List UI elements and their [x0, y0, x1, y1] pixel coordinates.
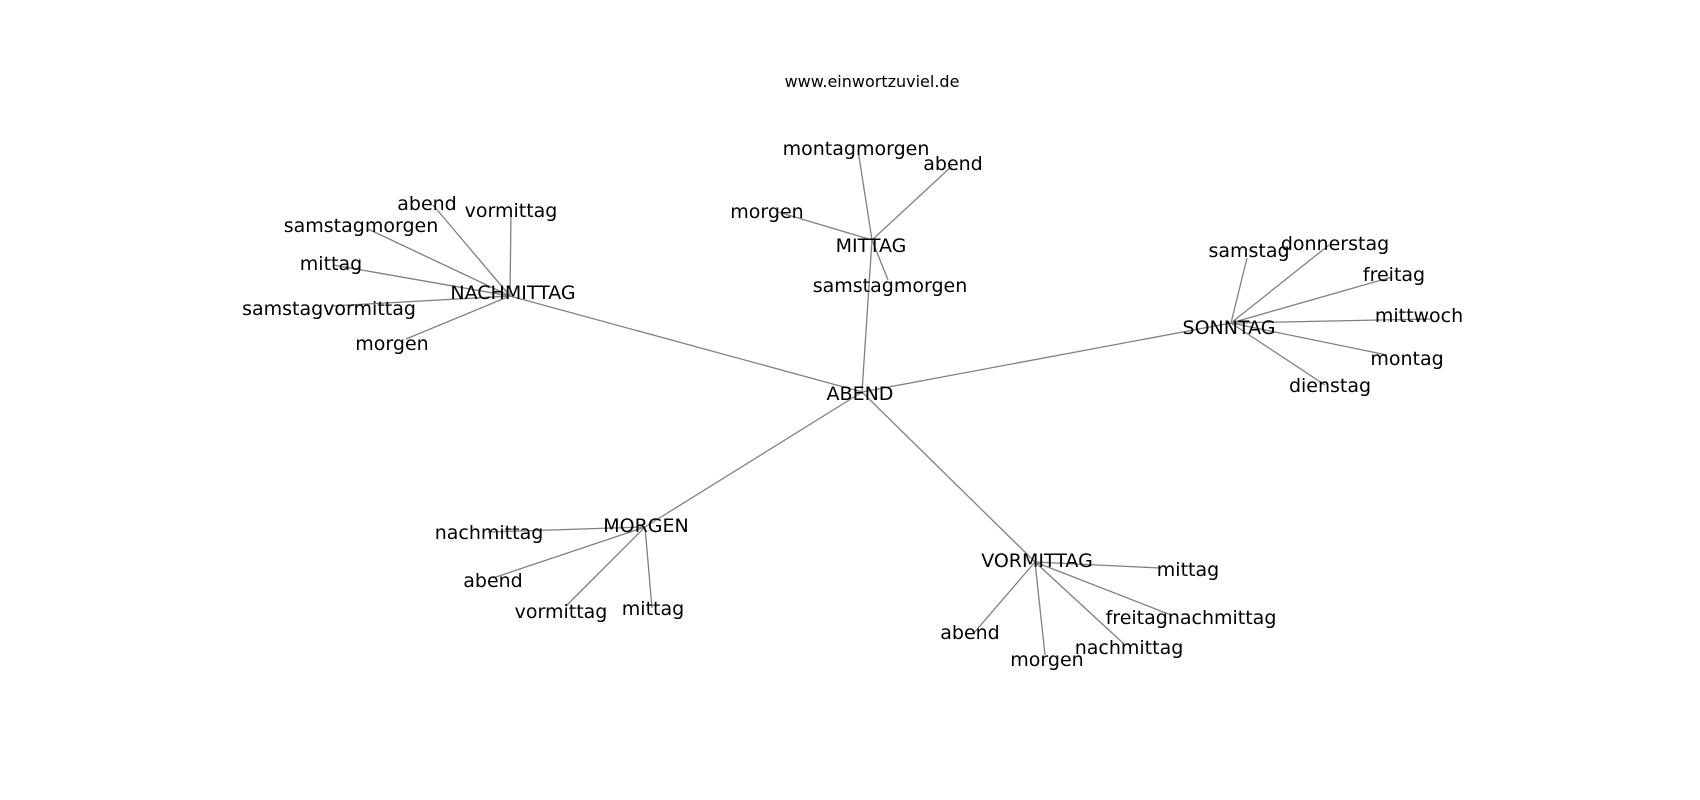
edge-hub-to-leaf	[332, 264, 511, 297]
leaf-node-label: mittwoch	[1375, 305, 1463, 327]
edge-hub-to-leaf	[432, 204, 511, 297]
hub-node-label: VORMITTAG	[981, 550, 1093, 572]
leaf-node-label: samstag	[1208, 240, 1289, 262]
edge-hub-to-leaf	[644, 526, 653, 609]
leaf-node-label: mittag	[1157, 559, 1219, 581]
leaf-node-label: mittag	[622, 598, 684, 620]
edge-root-to-hub	[644, 391, 863, 528]
edge-root-to-hub	[861, 391, 1036, 563]
leaf-node-label: nachmittag	[435, 522, 544, 544]
hub-node-label: MITTAG	[836, 235, 907, 257]
edge-hub-to-leaf	[1230, 257, 1248, 324]
leaf-node-label: samstagmorgen	[813, 275, 968, 297]
edge-hub-to-leaf	[1230, 244, 1330, 324]
edge-hub-to-leaf	[972, 561, 1036, 635]
hub-node-label: NACHMITTAG	[450, 282, 575, 304]
diagram-title: www.einwortzuviel.de	[785, 72, 960, 91]
leaf-node-label: freitag	[1363, 264, 1425, 286]
leaf-node-label: vormittag	[515, 601, 608, 623]
hub-node-label: SONNTAG	[1183, 317, 1276, 339]
edge-hub-to-leaf	[871, 239, 889, 281]
hub-node-label: MORGEN	[603, 515, 689, 537]
leaf-node-label: abend	[397, 193, 457, 215]
leaf-node-label: vormittag	[465, 200, 558, 222]
leaf-node-label: montagmorgen	[783, 138, 930, 160]
leaf-node-label: mittag	[300, 253, 362, 275]
leaf-node-label: samstagvormittag	[242, 298, 416, 320]
edge-root-to-hub	[509, 295, 863, 393]
leaf-node-label: abend	[463, 570, 523, 592]
leaf-node-label: morgen	[730, 201, 803, 223]
edge-hub-to-leaf	[857, 149, 873, 241]
edge-hub-to-leaf	[367, 228, 511, 297]
edge-hub-to-leaf	[405, 295, 511, 340]
edge-hub-to-leaf	[331, 295, 511, 307]
edge-hub-to-leaf	[1230, 322, 1388, 356]
leaf-node-label: dienstag	[1289, 375, 1371, 397]
edge-root-to-hub	[861, 322, 1232, 393]
edges-layer	[331, 149, 1431, 656]
leaf-node-label: donnerstag	[1281, 233, 1389, 255]
labels-layer: ABENDMITTAGmontagmorgenabendmorgensamsta…	[242, 138, 1463, 671]
edge-hub-to-leaf	[1034, 561, 1125, 645]
edge-hub-to-leaf	[487, 526, 646, 533]
edge-hub-to-leaf	[1230, 276, 1393, 324]
edge-hub-to-leaf	[871, 165, 953, 241]
leaf-node-label: montag	[1370, 348, 1443, 370]
edge-hub-to-leaf	[509, 211, 512, 297]
leaf-node-label: samstagmorgen	[284, 215, 439, 237]
edge-root-to-hub	[861, 239, 873, 393]
leaf-node-label: nachmittag	[1075, 637, 1184, 659]
root-node-label: ABEND	[827, 383, 894, 405]
edge-hub-to-leaf	[1034, 561, 1046, 656]
edge-hub-to-leaf	[777, 211, 873, 241]
edge-hub-to-leaf	[1230, 318, 1431, 324]
edge-hub-to-leaf	[1034, 561, 1161, 569]
leaf-node-label: abend	[923, 153, 983, 175]
edge-hub-to-leaf	[565, 526, 646, 607]
leaf-node-label: freitagnachmittag	[1106, 607, 1277, 629]
edge-hub-to-leaf	[492, 526, 646, 579]
leaf-node-label: morgen	[355, 333, 428, 355]
edge-hub-to-leaf	[1230, 322, 1326, 386]
edge-hub-to-leaf	[1034, 561, 1172, 616]
leaf-node-label: abend	[940, 622, 1000, 644]
leaf-node-label: morgen	[1010, 649, 1083, 671]
